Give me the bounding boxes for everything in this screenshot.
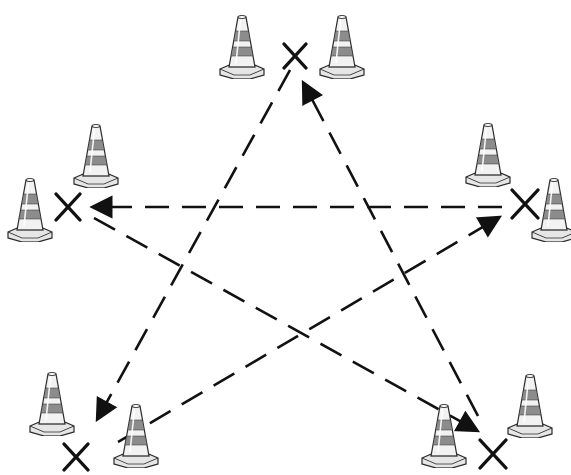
- cone-bottom-right-upper: [508, 375, 552, 438]
- cone-top-left: [220, 16, 264, 79]
- run-left-to-bottom-right: [94, 218, 476, 430]
- x-marker-left: [56, 194, 80, 220]
- cone-right-upper: [466, 124, 510, 187]
- cone-bottom-right-lower: [422, 405, 466, 468]
- cone-left-upper: [74, 125, 118, 188]
- dashed-runs: [94, 70, 502, 442]
- cone-bottom-left-lower: [114, 405, 158, 468]
- cone-left-lower: [8, 179, 52, 242]
- x-marker-bottom-right: [480, 440, 506, 468]
- cone-top-right: [320, 16, 364, 79]
- cone-right-lower: [532, 179, 571, 242]
- x-marker-top: [284, 44, 306, 68]
- run-bottom-right-to-top: [304, 84, 478, 416]
- cone-bottom-left-upper: [30, 373, 74, 436]
- x-markers: [56, 44, 538, 470]
- x-marker-right: [512, 190, 538, 218]
- x-marker-bottom-left: [64, 444, 88, 470]
- cones: [8, 16, 571, 468]
- run-top-to-bottom-left: [98, 70, 290, 418]
